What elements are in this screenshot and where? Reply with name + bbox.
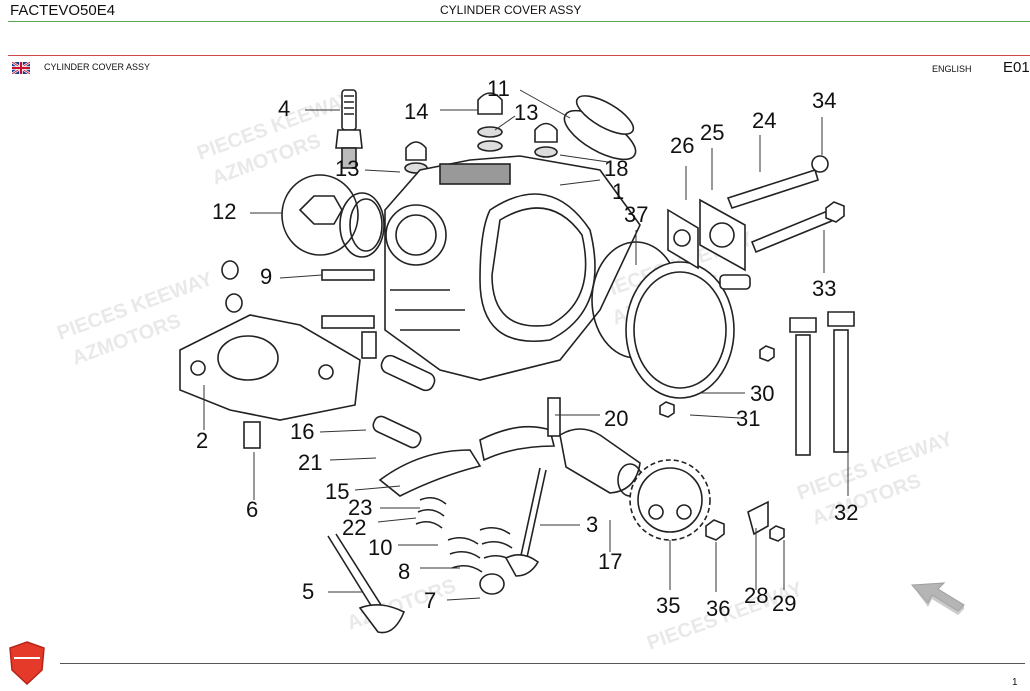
subheader-divider (8, 55, 1030, 56)
language-label[interactable]: ENGLISH (932, 64, 972, 74)
callout-10: 10 (368, 535, 393, 560)
callout-9: 9 (260, 264, 273, 289)
callout-11: 11 (487, 76, 510, 101)
callout-12: 12 (212, 199, 237, 224)
exploded-parts-diagram: PIECES KEEWAY AZMOTORS PIECES KEEWAY AZM… (54, 88, 956, 655)
callout-25: 25 (700, 120, 725, 145)
rocker-arm-parts (378, 397, 561, 497)
cap-part-12 (281, 174, 385, 258)
callout-14: 14 (404, 99, 429, 124)
callout-33: 33 (812, 276, 837, 301)
navigation-arrow-icon[interactable] (908, 575, 968, 615)
callout-32: 32 (834, 500, 859, 525)
callout-18: 18 (604, 156, 629, 181)
callout-21: 21 (298, 450, 323, 475)
page-number: 1 (1012, 677, 1018, 688)
cylinder-gasket-part (179, 314, 361, 421)
parts-drawing (179, 89, 855, 634)
callout-23: 23 (348, 495, 373, 520)
uk-flag-icon[interactable] (12, 62, 30, 74)
cylinder-head-part (384, 155, 641, 381)
cam-sprocket-part (629, 459, 711, 541)
callout-13-lower: 13 (335, 156, 360, 181)
callout-26: 26 (670, 133, 695, 158)
callout-1: 1 (612, 179, 625, 204)
callout-36: 36 (706, 596, 731, 621)
document-title: CYLINDER COVER ASSY (440, 3, 582, 17)
callout-24: 24 (752, 108, 777, 133)
sub-header: CYLINDER COVER ASSY ENGLISH E01 (0, 28, 1030, 76)
callout-5: 5 (302, 579, 315, 604)
o-ring-parts (563, 95, 751, 399)
azmotors-logo (9, 641, 45, 686)
callout-17: 17 (598, 549, 623, 574)
callout-4: 4 (278, 96, 291, 121)
callout-6: 6 (246, 497, 259, 522)
callout-29: 29 (772, 591, 797, 616)
footer-divider (60, 663, 1025, 664)
callout-15: 15 (325, 479, 350, 504)
gasket-manifold-parts (667, 198, 746, 272)
title-bar: FACTEVO50E4 CYLINDER COVER ASSY (0, 0, 1030, 22)
header-divider (8, 21, 1030, 22)
callout-8: 8 (398, 559, 411, 584)
callout-35: 35 (656, 593, 681, 618)
callout-34: 34 (812, 88, 837, 113)
callout-2: 2 (196, 428, 209, 453)
callout-13-upper: 13 (514, 100, 539, 125)
page-code: E01 (1003, 59, 1030, 76)
callout-20: 20 (604, 406, 629, 431)
bolt-parts (726, 155, 855, 456)
valve-spring-parts (327, 467, 547, 634)
small-fastener-parts (659, 345, 785, 542)
spark-plug-part (335, 89, 363, 169)
callout-28: 28 (744, 583, 769, 608)
callout-3: 3 (586, 512, 599, 537)
callout-30: 30 (750, 381, 775, 406)
callout-37: 37 (624, 202, 649, 227)
callout-31: 31 (736, 406, 761, 431)
cap-nut-parts (404, 92, 558, 174)
pin-parts (221, 260, 436, 449)
section-title: CYLINDER COVER ASSY (44, 62, 151, 72)
document-code: FACTEVO50E4 (10, 2, 116, 19)
leader-lines (203, 89, 849, 601)
callout-7: 7 (424, 588, 437, 613)
camshaft-part (559, 428, 643, 497)
callout-16: 16 (290, 419, 315, 444)
callout-22: 22 (342, 515, 367, 540)
